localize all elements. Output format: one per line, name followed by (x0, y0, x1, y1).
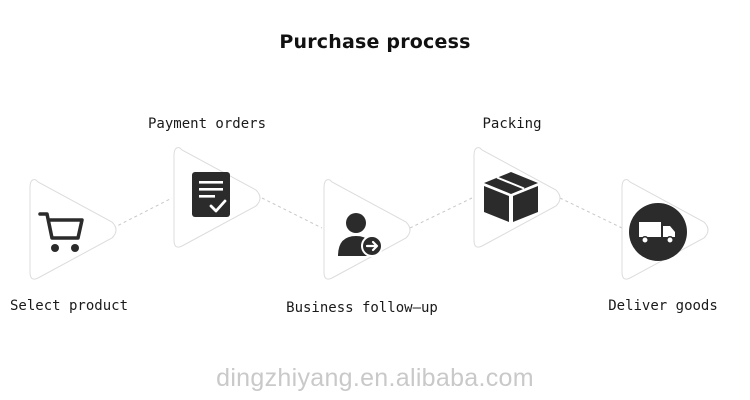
rounded-triangle-outline (29, 179, 117, 280)
shopping-cart-icon (38, 212, 84, 252)
delivery-truck-icon (629, 203, 687, 261)
package-box-icon (484, 172, 538, 222)
diagram-title: Purchase process (279, 31, 471, 53)
step-label-select-product: Select product (9, 298, 129, 314)
watermark-text: dingzhiyang.en.alibaba.com (216, 364, 534, 392)
step-label-deliver-goods: Deliver goods (608, 298, 718, 314)
step-label-packing: Packing (482, 116, 542, 132)
step-label-business-follow-up: Business follow—up (286, 300, 438, 316)
connector-line (261, 197, 323, 229)
user-forward-icon (338, 213, 383, 257)
connector-line (112, 197, 173, 229)
order-checklist-icon (192, 172, 230, 217)
step-label-payment-orders: Payment orders (147, 116, 267, 132)
connector-line (559, 197, 623, 229)
connector-line (409, 197, 473, 229)
